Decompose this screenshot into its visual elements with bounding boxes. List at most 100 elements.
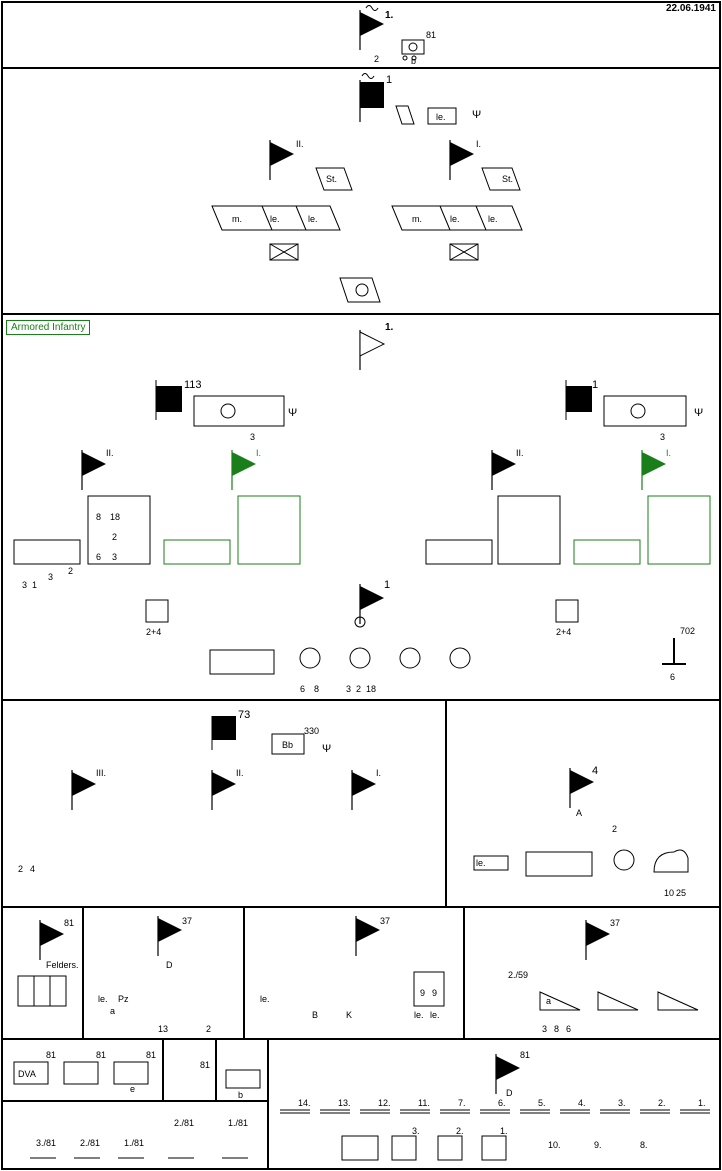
services: DVA 81 81 81 e 81 b 81 D 14.13.12.11.7.6… bbox=[13, 1050, 710, 1161]
antitank-label-13: 13 bbox=[158, 1024, 168, 1034]
engineer-label-9a: 9 bbox=[420, 988, 425, 998]
brigade-flag-icon bbox=[359, 329, 385, 371]
flak-count: 6 bbox=[670, 672, 675, 682]
bottom-column-5: 8. bbox=[640, 1140, 648, 1150]
supply-column-10: 1. bbox=[698, 1098, 706, 1108]
company-le-right-2: le. bbox=[488, 214, 498, 224]
artillery-regiment-number: 73 bbox=[238, 709, 250, 721]
battalion-label-1: II. bbox=[106, 448, 114, 458]
heavy-company-left bbox=[87, 495, 151, 565]
supply-column-1: 13. bbox=[338, 1098, 351, 1108]
artillery-battalion-2: II. bbox=[236, 768, 244, 778]
support-count-3b: 3 bbox=[48, 572, 53, 582]
bottom-column-3: 10. bbox=[548, 1140, 561, 1150]
staff-label-right: St. bbox=[502, 174, 513, 184]
battalion-1-flag-icon bbox=[449, 139, 475, 181]
flak-number: 702 bbox=[680, 626, 695, 636]
supply-column-0: 14. bbox=[298, 1098, 311, 1108]
field-replacement-number: 81 bbox=[64, 918, 74, 928]
antitank-sub: D bbox=[166, 960, 173, 970]
division-number: 1. bbox=[385, 10, 394, 21]
svg-text:Ψ: Ψ bbox=[694, 407, 703, 419]
recon-sub-25: 25 bbox=[676, 888, 686, 898]
battalion-label-4: I. bbox=[666, 448, 671, 458]
heavy-count-2: 2 bbox=[112, 532, 117, 542]
hq-sub-number: 2 bbox=[374, 54, 379, 64]
workshop-label: le. bbox=[436, 112, 446, 122]
engineer-label-le: le. bbox=[260, 994, 270, 1004]
recon-battalion: 4 A 2 le. 10 25 bbox=[473, 765, 689, 898]
dva-label: DVA bbox=[18, 1069, 36, 1079]
antitank-label-a: a bbox=[110, 1006, 115, 1016]
dva-number: 81 bbox=[46, 1050, 56, 1060]
regiment-left-hq-sub: 3 bbox=[250, 432, 255, 442]
artillery-count-right: 2+4 bbox=[556, 627, 571, 637]
bottom-column-1: 2. bbox=[456, 1126, 464, 1136]
motorcycle-number: 81 bbox=[426, 30, 436, 40]
company-le-left-1: le. bbox=[270, 214, 280, 224]
engineer-label-9b: 9 bbox=[432, 988, 437, 998]
supply-column-3: 11. bbox=[418, 1098, 430, 1108]
supply-column-8: 3. bbox=[618, 1098, 626, 1108]
engineer-number: 37 bbox=[380, 916, 390, 926]
company-le-right-1: le. bbox=[450, 214, 460, 224]
bottom-columns: 3.2.1.10.9.8. bbox=[412, 1126, 648, 1150]
heavy-count-3: 3 bbox=[112, 552, 117, 562]
battery-count-a: 2 bbox=[18, 864, 23, 874]
brigade-number: 1. bbox=[385, 322, 394, 333]
squiggle-icon bbox=[365, 5, 379, 11]
artillery-unit-label: Bb bbox=[282, 740, 293, 750]
medical-unit-4: 1./81 bbox=[228, 1118, 248, 1128]
artillery-regiment: 73 Bb 330 Ψ III. II. I. 2 4 bbox=[18, 709, 381, 874]
supply-column-5: 6. bbox=[498, 1098, 506, 1108]
service-sub-b: b bbox=[238, 1090, 243, 1100]
recon-count-2: 2 bbox=[356, 684, 361, 694]
service-number-2: 81 bbox=[146, 1050, 156, 1060]
support-count-2: 2 bbox=[68, 566, 73, 576]
battalion-2-number: II. bbox=[296, 139, 304, 149]
tank-regiment: 1 le. Ψ II. I. St. St. m. le. le. m. le. bbox=[211, 73, 523, 303]
supply-column-4: 7. bbox=[458, 1098, 466, 1108]
recon-hq-count: 2 bbox=[612, 824, 617, 834]
recon-count-18: 18 bbox=[366, 684, 376, 694]
battalion-2-flag-icon bbox=[269, 139, 295, 181]
support-count-1: 1 bbox=[32, 580, 37, 590]
signals-count: 2./59 bbox=[508, 970, 528, 980]
medical-unit-2: 1./81 bbox=[124, 1138, 144, 1148]
antitank-number: 37 bbox=[182, 916, 192, 926]
artillery-unit-number: 330 bbox=[304, 726, 319, 736]
regiment-left-number: 113 bbox=[184, 379, 202, 391]
engineer-label-k: K bbox=[346, 1010, 352, 1020]
battalion-label-3: II. bbox=[516, 448, 524, 458]
engineer-label-b: B bbox=[312, 1010, 318, 1020]
artillery-battalion-1: I. bbox=[376, 768, 381, 778]
medical-unit-3: 2./81 bbox=[174, 1118, 194, 1128]
medical-unit-0: 3./81 bbox=[36, 1138, 56, 1148]
motorcycle-sub: b bbox=[411, 56, 416, 66]
battalion-1-number: I. bbox=[476, 139, 481, 149]
artillery-battalion-3: III. bbox=[96, 768, 106, 778]
armored-infantry-tag: Armored Infantry bbox=[6, 320, 91, 335]
division-flag-icon bbox=[359, 9, 385, 51]
motorcycle-icon bbox=[401, 39, 425, 55]
recon-count-3: 3 bbox=[346, 684, 351, 694]
antitank-label-2: 2 bbox=[206, 1024, 211, 1034]
signals-label-3: 3 bbox=[542, 1024, 547, 1034]
heavy-count-18: 18 bbox=[110, 512, 120, 522]
recon-sub-10: 10 bbox=[664, 888, 674, 898]
supply-number: 81 bbox=[520, 1050, 530, 1060]
service-sub-e: e bbox=[130, 1084, 135, 1094]
armored-infantry: 1. 113 3 Ψ 1 3 Ψ II. I. II. I. 8 6 18 2 … bbox=[13, 322, 711, 694]
service-number-1: 81 bbox=[96, 1050, 106, 1060]
engineer-label-le-c: le. bbox=[430, 1010, 440, 1020]
battery-count-b: 4 bbox=[30, 864, 35, 874]
bottom-column-0: 3. bbox=[412, 1126, 420, 1136]
antitank-label-pz: Pz bbox=[118, 994, 129, 1004]
recon-count-6: 6 bbox=[300, 684, 305, 694]
staff-label-left: St. bbox=[326, 174, 337, 184]
regiment-flag-icon bbox=[360, 82, 384, 108]
signal-fork-icon: Ψ bbox=[472, 109, 481, 121]
